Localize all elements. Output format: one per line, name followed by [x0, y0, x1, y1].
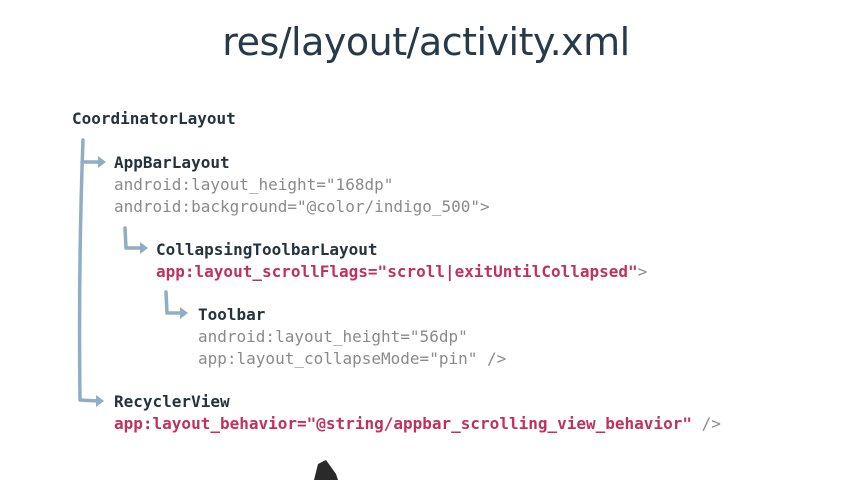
appbar-layout-tag: AppBarLayout [114, 153, 230, 172]
connector-coordinator-trunk [77, 138, 100, 403]
arrowhead-toolbar [180, 307, 188, 319]
arrowhead-appbar [98, 156, 106, 168]
coordinator-layout-tag: CoordinatorLayout [72, 109, 236, 128]
collapsing-close-bracket: > [637, 262, 648, 281]
toolbar-tag: Toolbar [198, 305, 266, 324]
toolbar-height-attr: android:layout_height="56dp" [198, 327, 468, 346]
connector-appbar-to-collapsing [123, 226, 144, 250]
collapsing-scrollflags-line: app:layout_scrollFlags="scroll|exitUntil… [156, 262, 647, 282]
appbar-height-attr: android:layout_height="168dp" [114, 175, 394, 194]
arrowhead-collapsing [140, 242, 148, 254]
recyclerview-close-bracket: /> [691, 414, 721, 433]
arrowhead-recycler [96, 395, 104, 407]
recyclerview-behavior-line: app:layout_behavior="@string/appbar_scro… [114, 414, 721, 434]
page-title: res/layout/activity.xml [222, 20, 630, 64]
appbar-background-attr: android:background="@color/indigo_500"> [114, 197, 490, 216]
recyclerview-behavior-attr: app:layout_behavior="@string/appbar_scro… [114, 414, 692, 433]
toolbar-collapsemode-attr: app:layout_collapseMode="pin" /> [198, 349, 507, 368]
collapsing-toolbar-tag: CollapsingToolbarLayout [156, 240, 378, 259]
collapsing-scrollflags-attr: app:layout_scrollFlags="scroll|exitUntil… [156, 262, 638, 281]
connector-collapsing-to-toolbar [164, 290, 184, 315]
recyclerview-tag: RecyclerView [114, 392, 230, 411]
pen-cursor-icon [314, 460, 338, 480]
